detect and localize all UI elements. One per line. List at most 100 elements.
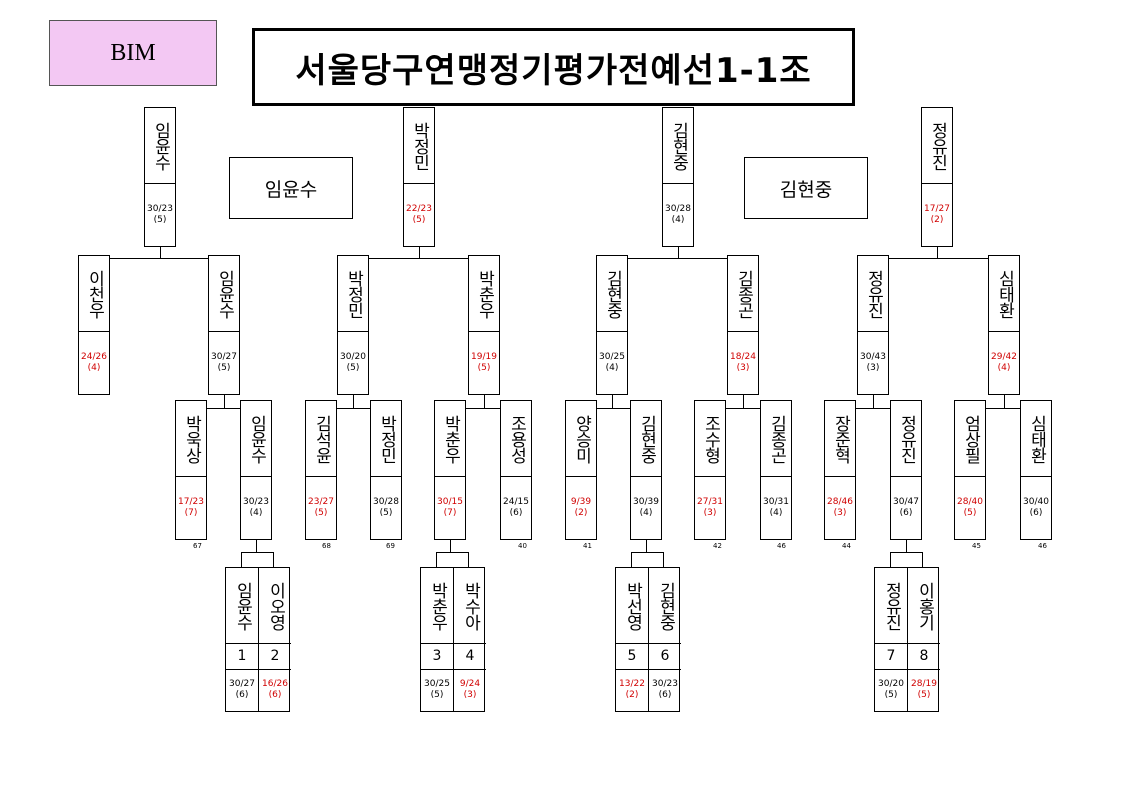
connector-line bbox=[450, 408, 517, 409]
game-number: 46 bbox=[1038, 542, 1047, 550]
connector-line bbox=[937, 247, 938, 258]
connector-line bbox=[450, 540, 451, 552]
player-name: 김석윤 bbox=[306, 401, 336, 477]
inning-value: (6) bbox=[509, 508, 523, 518]
score-value: 17/27 bbox=[924, 204, 950, 214]
player-score: 30/23(4) bbox=[241, 477, 271, 539]
game-number: 69 bbox=[386, 542, 395, 550]
player-name: 박춘우 bbox=[469, 256, 499, 332]
inning-value: (5) bbox=[379, 508, 393, 518]
connector-line bbox=[631, 552, 632, 567]
inning-value: (5) bbox=[412, 215, 426, 225]
inning-value: (3) bbox=[866, 363, 880, 373]
player-score: 30/27(5) bbox=[209, 332, 239, 394]
player-name: 박욱상 bbox=[176, 401, 206, 477]
inning-value: (4) bbox=[671, 215, 685, 225]
score-value: 30/40 bbox=[1023, 497, 1049, 507]
connector-line bbox=[873, 395, 874, 408]
seed-player-name: 김현중 bbox=[649, 568, 681, 644]
connector-line bbox=[1004, 395, 1005, 408]
connector-line bbox=[353, 395, 354, 408]
player-name: 양승미 bbox=[566, 401, 596, 477]
player-score: 17/23(7) bbox=[176, 477, 206, 539]
connector-line bbox=[631, 552, 664, 553]
inning-value: (3) bbox=[703, 508, 717, 518]
player-score: 30/23(5) bbox=[145, 184, 175, 246]
connector-line bbox=[468, 552, 469, 567]
connector-line bbox=[612, 395, 613, 408]
player-score: 30/25(4) bbox=[597, 332, 627, 394]
score-value: 24/26 bbox=[81, 352, 107, 362]
seed-number: 7 bbox=[875, 643, 907, 670]
player-name: 김종곤 bbox=[761, 401, 791, 477]
seed-player-name: 이홍기 bbox=[908, 568, 940, 644]
player-score: 27/31(3) bbox=[695, 477, 725, 539]
bim-label: BIM bbox=[49, 20, 217, 86]
score-value: 30/27 bbox=[229, 679, 255, 689]
seed-score: 30/20(5) bbox=[875, 669, 907, 711]
connector-line bbox=[743, 395, 744, 408]
inning-value: (5) bbox=[884, 690, 898, 700]
group1-winner-label: 임윤수 bbox=[229, 157, 353, 219]
score-value: 30/23 bbox=[147, 204, 173, 214]
inning-value: (6) bbox=[1029, 508, 1043, 518]
player-name: 박춘우 bbox=[435, 401, 465, 477]
inning-value: (3) bbox=[833, 508, 847, 518]
connector-line bbox=[241, 552, 274, 553]
inning-value: (4) bbox=[997, 363, 1011, 373]
score-value: 30/31 bbox=[763, 497, 789, 507]
player-score: 22/23(5) bbox=[404, 184, 434, 246]
score-value: 30/47 bbox=[893, 497, 919, 507]
inning-value: (4) bbox=[87, 363, 101, 373]
connector-line bbox=[890, 552, 923, 553]
score-value: 30/20 bbox=[340, 352, 366, 362]
connector-line bbox=[256, 540, 257, 552]
inning-value: (7) bbox=[184, 508, 198, 518]
inning-value: (4) bbox=[639, 508, 653, 518]
seed-score: 28/19(5) bbox=[908, 669, 940, 711]
score-value: 24/15 bbox=[503, 497, 529, 507]
connector-line bbox=[191, 408, 257, 409]
player-score: 24/26(4) bbox=[79, 332, 109, 394]
inning-value: (5) bbox=[477, 363, 491, 373]
seed-score: 30/27(6) bbox=[226, 669, 258, 711]
player-name: 박정민 bbox=[371, 401, 401, 477]
player-name: 장준혁 bbox=[825, 401, 855, 477]
connector-line bbox=[840, 408, 907, 409]
connector-line bbox=[353, 258, 485, 259]
player-score: 23/27(5) bbox=[306, 477, 336, 539]
seed-player-name: 박춘우 bbox=[421, 568, 453, 644]
seed-score: 30/25(5) bbox=[421, 669, 453, 711]
player-score: 28/40(5) bbox=[955, 477, 985, 539]
player-name: 김종곤 bbox=[728, 256, 758, 332]
connector-line bbox=[94, 258, 225, 259]
inning-value: (4) bbox=[605, 363, 619, 373]
player-name: 임윤수 bbox=[145, 108, 175, 184]
score-value: 13/22 bbox=[619, 679, 645, 689]
inning-value: (3) bbox=[736, 363, 750, 373]
player-score: 30/31(4) bbox=[761, 477, 791, 539]
player-box-q4: 박정민 30/28(5) bbox=[370, 400, 402, 540]
score-value: 30/25 bbox=[424, 679, 450, 689]
score-value: 30/28 bbox=[373, 497, 399, 507]
score-value: 30/23 bbox=[243, 497, 269, 507]
connector-line bbox=[436, 552, 437, 567]
connector-line bbox=[419, 247, 420, 258]
game-number: 44 bbox=[842, 542, 851, 550]
player-name: 임윤수 bbox=[241, 401, 271, 477]
